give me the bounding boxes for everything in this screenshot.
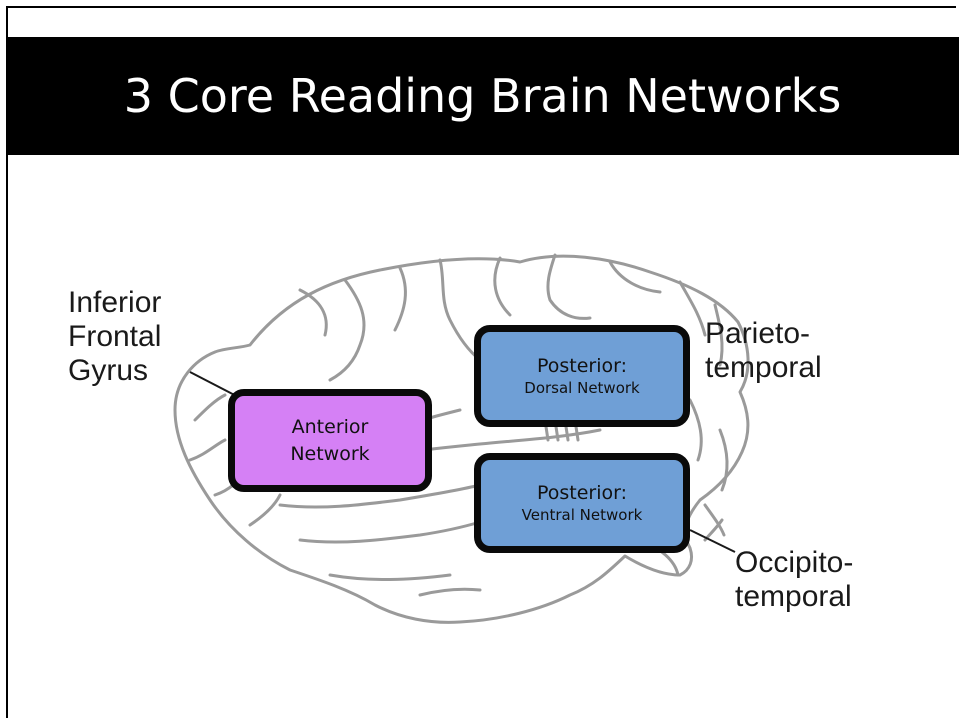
label-parieto-temporal: Parieto- temporal	[705, 317, 822, 385]
title-bar: 3 Core Reading Brain Networks	[6, 37, 959, 155]
label-occipito-temporal: Occipito- temporal	[735, 546, 853, 614]
slide-frame	[6, 6, 956, 718]
label-line: Parieto-	[705, 317, 811, 350]
label-line: Frontal	[68, 320, 162, 353]
box-line1: Anterior	[291, 415, 369, 438]
box-line1: Posterior:	[536, 354, 628, 377]
label-line: temporal	[705, 351, 822, 384]
posterior-dorsal-network-box: Posterior: Dorsal Network	[474, 325, 690, 427]
posterior-ventral-network-box: Posterior: Ventral Network	[474, 453, 690, 553]
leader-line-occipito	[689, 529, 736, 553]
box-line2: Ventral Network	[521, 505, 643, 524]
label-inferior-frontal-gyrus: Inferior Frontal Gyrus	[68, 286, 161, 388]
label-line: temporal	[735, 580, 852, 613]
anterior-network-box: Anterior Network	[228, 389, 432, 492]
label-line: Occipito-	[735, 546, 854, 579]
brain-outline	[173, 254, 750, 624]
box-line2: Network	[290, 442, 370, 465]
slide-title: 3 Core Reading Brain Networks	[123, 69, 842, 123]
box-line1: Posterior:	[536, 481, 628, 504]
box-line2: Dorsal Network	[524, 378, 640, 397]
label-line: Inferior	[68, 286, 162, 319]
label-line: Gyrus	[68, 354, 149, 387]
